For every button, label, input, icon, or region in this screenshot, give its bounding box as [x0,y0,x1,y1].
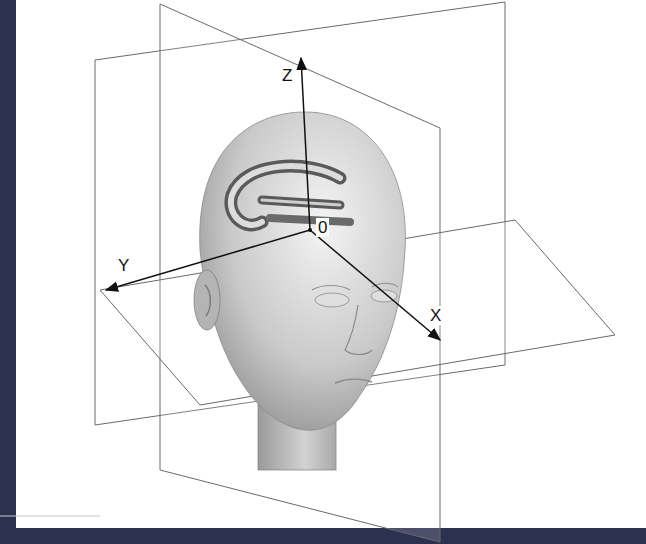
axis-label: X [428,306,443,325]
x-axis [310,230,440,340]
y-axis [106,230,310,290]
rule-line [0,516,100,517]
head-model [194,112,405,470]
sagittal-plane [160,4,440,542]
axis-label: Y [116,256,131,275]
axis-label: 0 [316,218,329,237]
axis-label: Z [280,66,294,85]
z-axis [301,58,310,230]
origin-point [308,228,312,232]
